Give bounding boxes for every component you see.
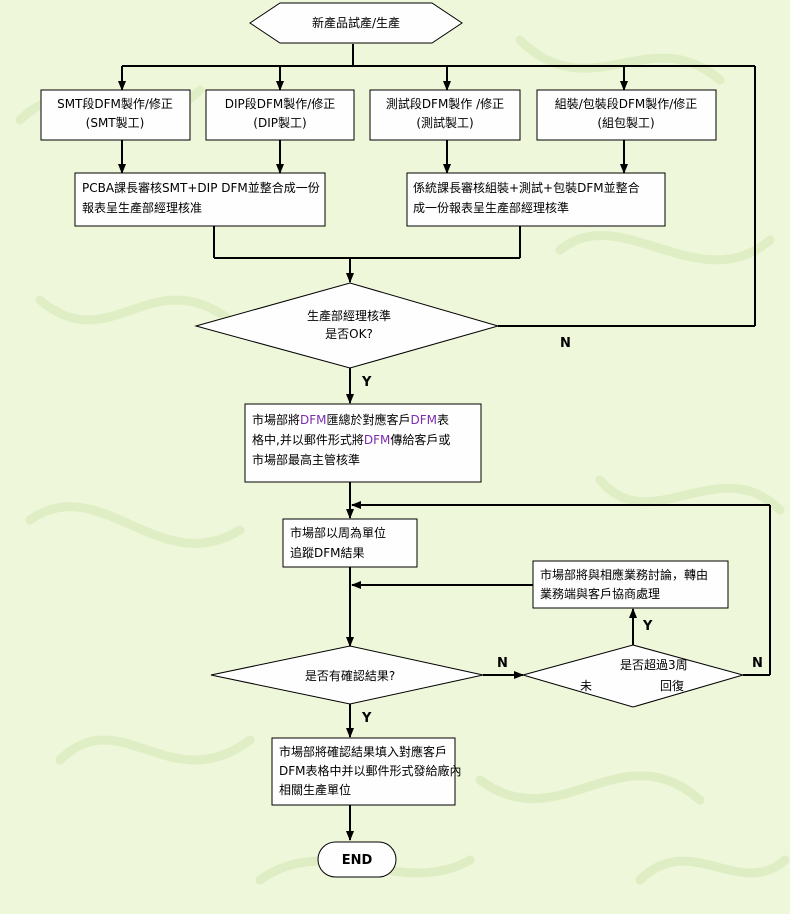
overdue-decision-diamond <box>521 644 745 708</box>
final-box-line-2: DFM表格中并以郵件形式發給廠內 <box>279 763 462 778</box>
test-box-line-2: (測試製工) <box>416 115 473 130</box>
track-box-rect <box>282 518 418 568</box>
test-box-rect <box>369 89 521 141</box>
track-box: 市場部以周為單位 追蹤DFM結果 <box>282 518 418 568</box>
smt-box-line-1: SMT段DFM製作/修正 <box>57 96 173 111</box>
confirm-decision-label: 是否有確認結果? <box>305 668 395 683</box>
smt-box-rect <box>40 89 191 141</box>
system-review-box: 係統課長審核組裝+測試+包裝DFM並整合 成一份報表呈生產部經理核準 <box>406 172 666 227</box>
manager-decision-line-2: 是否OK? <box>325 327 373 341</box>
dip-box: DIP段DFM製作/修正 (DIP製工) <box>205 89 355 141</box>
market-summary-line-1: 市場部將DFM匯總於對應客戶DFM表 <box>252 412 449 427</box>
track-box-line-1: 市場部以周為單位 <box>290 525 386 540</box>
discuss-box-line-2: 業務端與客戶協商處理 <box>540 586 660 601</box>
overdue-yes-label: Y <box>642 619 653 634</box>
end-terminal <box>317 841 397 878</box>
pcba-review-line-2: 報表呈生產部經理核准 <box>82 200 202 215</box>
market-summary-line-3: 市場部最高主管核準 <box>252 452 360 467</box>
market-summary-rect <box>244 403 482 483</box>
confirm-decision-diamond <box>210 645 484 705</box>
market-summary-line-2b: 傳給客戶或 <box>390 432 450 447</box>
overdue-no-label: N <box>752 656 763 671</box>
pack-box-line-1: 組裝/包裝段DFM製作/修正 <box>555 96 698 111</box>
overdue-decision-left: 未 <box>580 679 592 693</box>
dip-box-line-1: DIP段DFM製作/修正 <box>225 96 336 111</box>
test-box-line-1: 測試段DFM製作 /修正 <box>386 96 504 111</box>
overdue-decision-right: 回復 <box>660 678 684 693</box>
market-summary-line-1b: 匯總於對應客戶 <box>327 412 411 427</box>
final-box: 市場部將確認結果填入對應客戶 DFM表格中并以郵件形式發給廠內 相關生產單位 <box>271 737 462 806</box>
discuss-box-line-1: 市場部將與相應業務討論，轉由 <box>540 567 708 582</box>
confirm-yes-label: Y <box>361 711 372 726</box>
system-review-line-1: 係統課長審核組裝+測試+包裝DFM並整合 <box>413 180 640 195</box>
overdue-decision-line-1: 是否超過3周 <box>620 657 688 672</box>
market-summary-box: 市場部將DFM匯總於對應客戶DFM表 格中,并以郵件形式將DFM傳給客戶或 市場… <box>244 403 482 483</box>
start-hexagon <box>249 2 463 44</box>
track-box-line-2: 追蹤DFM結果 <box>290 545 365 560</box>
market-summary-line-2a: 格中,并以郵件形式將 <box>252 432 364 447</box>
market-summary-line-1c: 表 <box>437 413 449 427</box>
end-node: END <box>317 841 397 878</box>
pack-box-rect <box>536 89 717 141</box>
dip-box-line-2: (DIP製工) <box>253 116 306 130</box>
system-review-rect <box>406 172 666 227</box>
manager-decision-diamond <box>194 282 500 369</box>
smt-box: SMT段DFM製作/修正 (SMT製工) <box>40 89 191 141</box>
final-box-line-1: 市場部將確認結果填入對應客戶 <box>279 744 447 759</box>
market-summary-dfm-1: DFM <box>300 413 327 427</box>
pcba-review-rect <box>74 172 326 227</box>
connectors <box>118 44 771 841</box>
manager-decision-line-1: 生產部經理核準 <box>307 308 391 323</box>
smt-box-line-2: (SMT製工) <box>86 116 145 130</box>
pack-box: 組裝/包裝段DFM製作/修正 (組包製工) <box>536 89 717 141</box>
overdue-decision: 是否超過3周 未 回復 <box>521 644 745 708</box>
market-summary-dfm-3: DFM <box>364 433 391 447</box>
start-label: 新產品試產/生產 <box>312 15 400 30</box>
test-box: 測試段DFM製作 /修正 (測試製工) <box>369 89 521 141</box>
market-summary-line-2: 格中,并以郵件形式將DFM傳給客戶或 <box>252 432 450 447</box>
final-box-line-3: 相關生產單位 <box>279 782 351 797</box>
pcba-review-line-1: PCBA課長審核SMT+DIP DFM並整合成一份 <box>82 180 320 195</box>
dip-box-rect <box>205 89 355 141</box>
pcba-review-box: PCBA課長審核SMT+DIP DFM並整合成一份 報表呈生產部經理核准 <box>74 172 326 227</box>
confirm-no-label: N <box>497 656 508 671</box>
discuss-box: 市場部將與相應業務討論，轉由 業務端與客戶協商處理 <box>532 560 729 609</box>
system-review-line-2: 成一份報表呈生產部經理核準 <box>413 200 569 215</box>
manager-yes-label: Y <box>361 375 372 390</box>
final-box-rect <box>271 737 456 806</box>
confirm-decision: 是否有確認結果? <box>210 645 484 705</box>
discuss-box-rect <box>532 560 729 609</box>
start-node: 新產品試產/生產 <box>249 2 463 44</box>
manager-no-label: N <box>560 336 571 351</box>
market-summary-dfm-2: DFM <box>411 413 438 427</box>
pack-box-line-2: (組包製工) <box>597 116 654 130</box>
end-label: END <box>342 853 373 868</box>
market-summary-line-1a: 市場部將 <box>252 412 300 427</box>
manager-decision: 生產部經理核準 是否OK? <box>194 282 500 369</box>
